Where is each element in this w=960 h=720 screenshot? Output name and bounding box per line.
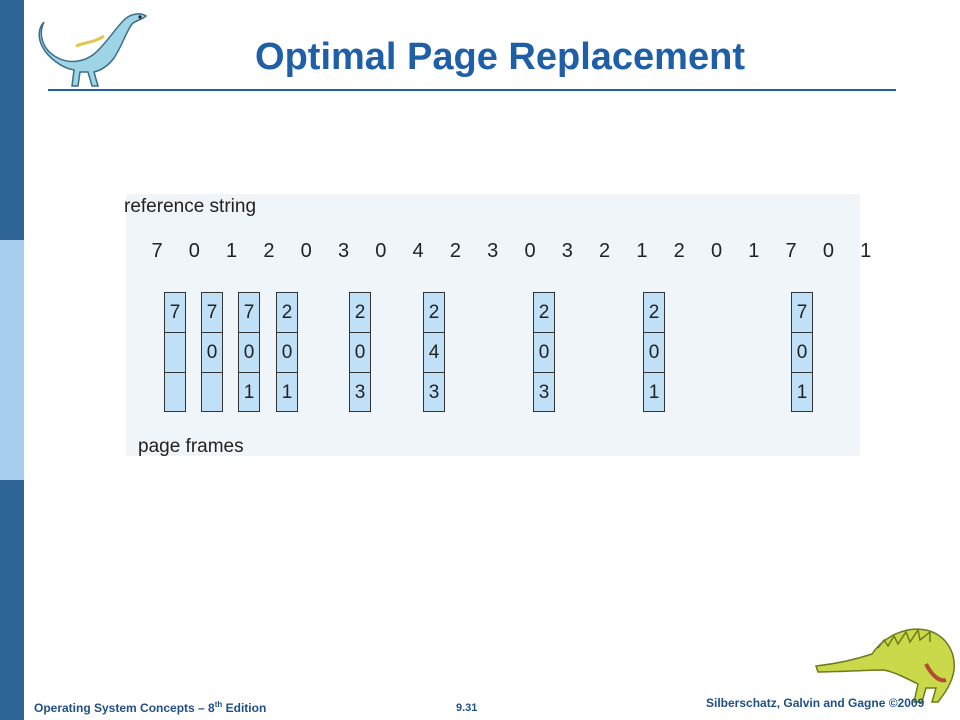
reference-value: 3 [561, 240, 573, 262]
page-frame-column: 7 [164, 292, 186, 412]
reference-value: 7 [151, 240, 163, 262]
page-frame-cell: 0 [644, 333, 664, 373]
reference-value: 4 [412, 240, 424, 262]
reference-value: 0 [188, 240, 200, 262]
page-frame-cell: 1 [243, 382, 255, 403]
reference-value: 2 [263, 240, 275, 262]
page-frame-cell: 7 [792, 293, 812, 333]
reference-value: 1 [636, 240, 648, 262]
reference-value: 0 [300, 240, 312, 262]
reference-value: 0 [822, 240, 834, 262]
page-frame-cell: 3 [538, 382, 550, 403]
reference-value: 7 [785, 240, 797, 262]
dinosaur-logo-icon [38, 13, 148, 87]
page-frame-cell: 0 [202, 333, 222, 373]
reference-value: 0 [710, 240, 723, 262]
page-frame-cell: 0 [277, 333, 297, 373]
page-frame-cell: 1 [281, 382, 293, 403]
reference-string-label: reference string [124, 196, 257, 217]
reference-value: 2 [449, 240, 461, 262]
page-frame-cell: 3 [354, 382, 366, 403]
page-frame-cell: 3 [428, 382, 440, 403]
dinosaur-footer-icon [814, 628, 955, 703]
title-divider [48, 89, 896, 91]
page-frame-cell: 2 [277, 293, 297, 333]
page-frame-cell [165, 333, 185, 373]
page-frame-cell: 7 [165, 293, 185, 333]
page-frame-cell: 0 [534, 333, 554, 373]
page-frames-label: page frames [138, 436, 244, 457]
page-frame-cell: 2 [424, 293, 444, 333]
page-frame-cell: 2 [644, 293, 664, 333]
page-frame-cell: 1 [648, 382, 660, 403]
reference-value: 1 [748, 240, 760, 262]
diagram-figure [126, 194, 860, 456]
page-frame-cell [202, 373, 222, 413]
page-frame-cell [165, 373, 185, 413]
reference-value: 0 [375, 240, 387, 262]
reference-value: 2 [599, 240, 611, 262]
reference-value: 2 [673, 240, 685, 262]
reference-value: 1 [226, 240, 238, 262]
page-frame-cell: 0 [350, 333, 370, 373]
page-title: Optimal Page Replacement [255, 36, 745, 78]
reference-value: 3 [487, 240, 499, 262]
reference-value: 1 [860, 240, 872, 262]
page-frame-cell: 0 [792, 333, 812, 373]
page-frame-cell: 7 [239, 293, 259, 333]
footer-page-number: 9.31 [456, 702, 478, 714]
page-frame-cell: 7 [202, 293, 222, 333]
reference-value: 0 [524, 240, 536, 262]
footer-course-title: Operating System Concepts – 8th Edition [34, 700, 267, 715]
footer-copyright: Silberschatz, Galvin and Gagne ©2009 [706, 696, 925, 710]
page-frame-cell: 2 [534, 293, 554, 333]
sidebar-accent [0, 240, 24, 480]
page-frame-cell: 4 [424, 333, 444, 373]
page-frame-cell: 2 [350, 293, 370, 333]
page-frame-cell: 1 [796, 382, 808, 403]
page-frame-cell: 0 [239, 333, 259, 373]
reference-value: 3 [337, 240, 350, 262]
